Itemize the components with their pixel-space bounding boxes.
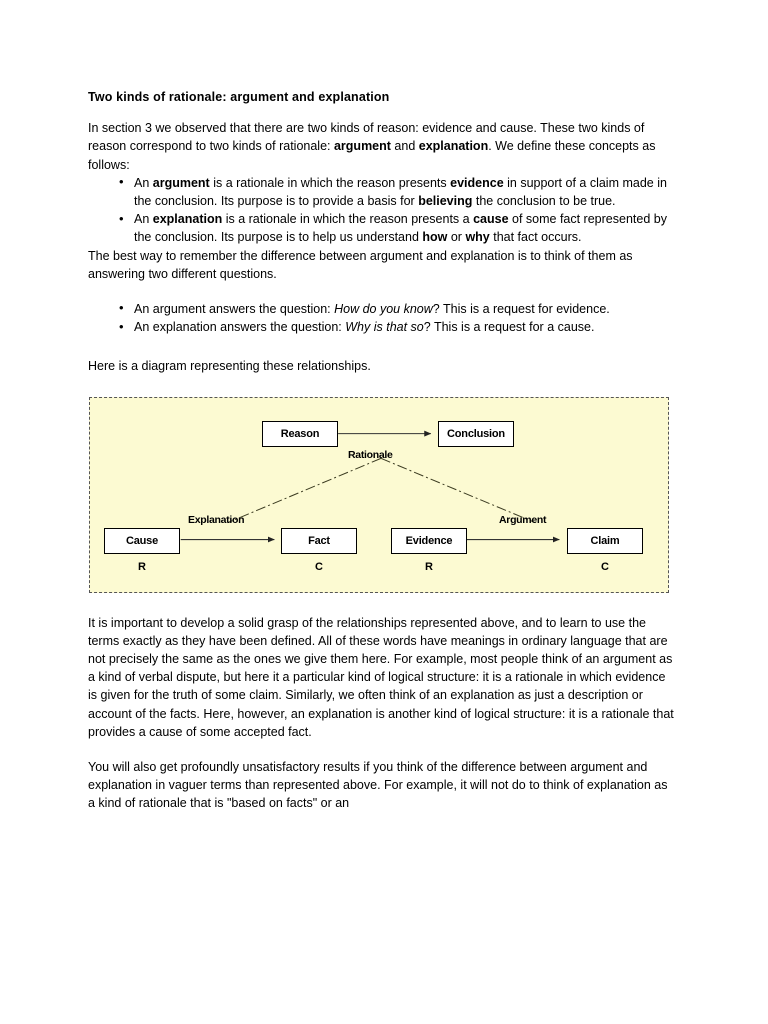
bullet-bold: believing bbox=[418, 193, 473, 208]
diagram-connectors bbox=[180, 430, 560, 543]
diagram-node-conclusion: Conclusion bbox=[438, 420, 514, 447]
bullet-text: in support of a claim made in the conclu… bbox=[134, 175, 667, 208]
question-bullet-list: An argument answers the question: How do… bbox=[88, 299, 674, 336]
document-content: Two kinds of rationale: argument and exp… bbox=[88, 88, 674, 813]
diagram-node-evidence: Evidence bbox=[391, 527, 467, 554]
best-way-paragraph: The best way to remember the difference … bbox=[88, 248, 633, 281]
diagram-node-fact: Fact bbox=[281, 527, 357, 554]
bullet-text: An bbox=[134, 175, 153, 190]
spacer bbox=[88, 741, 674, 758]
spacer bbox=[88, 593, 674, 614]
list-item: An explanation answers the question: Why… bbox=[88, 318, 674, 336]
intro-bold-explanation: explanation bbox=[418, 139, 489, 154]
bullet-italic: How do you know bbox=[334, 301, 433, 316]
bullet-text: ? This is a request for evidence. bbox=[432, 301, 610, 316]
diagram-label-rationale: Rationale bbox=[348, 448, 393, 461]
bullet-text: the conclusion to be true. bbox=[472, 193, 616, 208]
diagram-role-cause: R bbox=[138, 560, 146, 573]
dash-rationale-to-argument bbox=[380, 457, 536, 523]
rationale-diagram: Reason Conclusion Rationale Cause Fact E… bbox=[89, 396, 669, 593]
list-item: An argument answers the question: How do… bbox=[88, 299, 674, 318]
spacer bbox=[88, 376, 674, 397]
page-title: Two kinds of rationale: argument and exp… bbox=[88, 90, 390, 104]
bullet-bold: explanation bbox=[152, 212, 223, 227]
diagram-role-claim: C bbox=[601, 560, 609, 573]
list-item: An argument is a rationale in which the … bbox=[88, 173, 674, 210]
bullet-bold: why bbox=[465, 230, 490, 245]
bullet-text: of some fact represented by the conclusi… bbox=[134, 212, 667, 245]
bullet-text: or bbox=[447, 230, 466, 245]
bullet-text: An argument answers the question: bbox=[134, 301, 335, 316]
list-item: An explanation is a rationale in which t… bbox=[88, 210, 674, 246]
bullet-text: is a rationale in which the reason prese… bbox=[209, 175, 451, 190]
bullet-italic: Why is that so bbox=[345, 320, 424, 335]
intro-bold-argument: argument bbox=[333, 139, 391, 154]
definition-bullet-list: An argument is a rationale in which the … bbox=[88, 173, 674, 247]
diagram-label-argument: Argument bbox=[499, 513, 547, 526]
bullet-bold: argument bbox=[152, 175, 210, 190]
intro-mid: and bbox=[390, 139, 419, 154]
bullet-text: that fact occurs. bbox=[489, 230, 582, 245]
bullet-text: ? This is a request for a cause. bbox=[423, 320, 595, 335]
intro-text-b: . We define these concepts as follows: bbox=[88, 139, 656, 172]
spacer bbox=[88, 336, 674, 357]
closing-paragraph-1: It is important to develop a solid grasp… bbox=[88, 615, 674, 739]
diagram-node-cause: Cause bbox=[104, 527, 180, 554]
diagram-label-explanation: Explanation bbox=[188, 513, 245, 526]
diagram-node-reason: Reason bbox=[262, 420, 338, 447]
bullet-bold: how bbox=[422, 230, 448, 245]
diagram-node-claim: Claim bbox=[567, 527, 643, 554]
bullet-bold: cause bbox=[473, 212, 509, 227]
closing-paragraph-2: You will also get profoundly unsatisfact… bbox=[88, 759, 668, 811]
diagram-role-evidence: R bbox=[425, 560, 433, 573]
intro-paragraph: In section 3 we observed that there are … bbox=[88, 119, 674, 174]
diagram-role-fact: C bbox=[315, 560, 323, 573]
dash-rationale-to-explanation bbox=[227, 457, 382, 523]
spacer bbox=[88, 283, 674, 300]
bullet-text: An bbox=[134, 212, 153, 227]
diagram-intro-paragraph: Here is a diagram representing these rel… bbox=[88, 359, 371, 374]
bullet-text: is a rationale in which the reason prese… bbox=[222, 212, 474, 227]
bullet-bold: evidence bbox=[450, 175, 504, 190]
bullet-text: An explanation answers the question: bbox=[134, 320, 346, 335]
intro-text-a: In section 3 we observed that there are … bbox=[88, 121, 645, 154]
